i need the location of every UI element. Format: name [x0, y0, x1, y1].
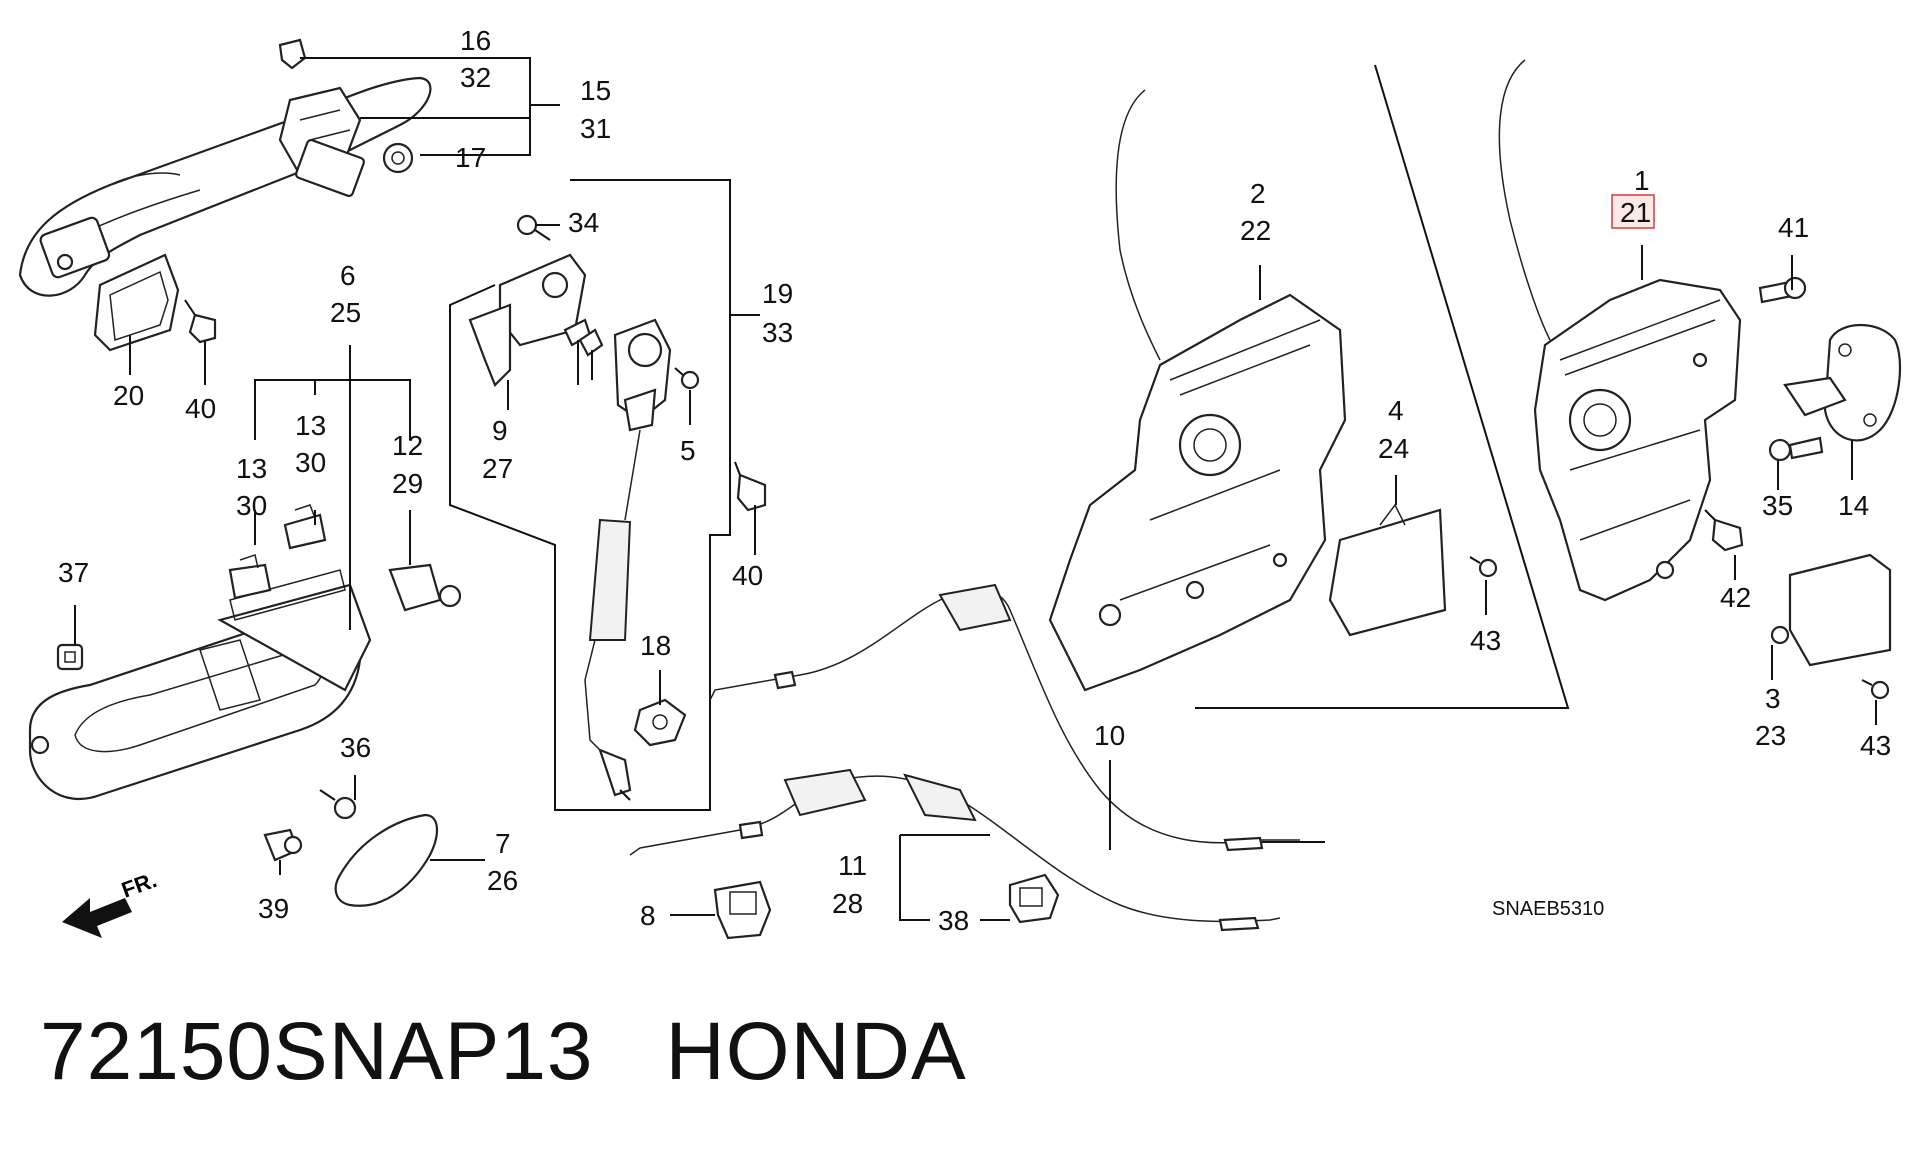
label-40: 40: [732, 560, 763, 591]
label-1: 1: [1634, 165, 1650, 196]
label-43: 43: [1860, 730, 1891, 761]
screw-icon: [1469, 556, 1498, 578]
label-16: 16: [460, 25, 491, 56]
svg-text:FR.: FR.: [118, 867, 160, 903]
label-35: 35: [1762, 490, 1793, 521]
label-41: 41: [1778, 212, 1809, 243]
screw-icon: [1861, 679, 1890, 700]
door-latch-actuator-right: [1498, 59, 1742, 602]
clip-icon: [278, 38, 307, 70]
key-cylinder: [613, 318, 672, 432]
label-2: 2: [1250, 178, 1266, 209]
clip-icon: [388, 563, 462, 612]
bolt-icon: [1704, 509, 1744, 552]
label-34: 34: [568, 207, 599, 238]
part-number: 72150SNAP13: [40, 1006, 594, 1097]
label-26: 26: [487, 865, 518, 896]
label-3: 3: [1765, 683, 1781, 714]
door-cable-lower: [629, 768, 1281, 932]
bolt-icon: [184, 299, 217, 344]
label-40: 40: [185, 393, 216, 424]
label-27: 27: [482, 453, 513, 484]
label-38: 38: [938, 905, 969, 936]
clip-icon: [228, 554, 272, 600]
label-9: 9: [492, 415, 508, 446]
outer-door-handle: [18, 76, 432, 297]
screw-icon: [674, 367, 700, 390]
handle-cover: [334, 813, 438, 907]
label-19: 19: [762, 278, 793, 309]
clip-icon: [633, 698, 687, 747]
cable-clip: [1008, 873, 1060, 924]
label-28: 28: [832, 888, 863, 919]
label-14: 14: [1838, 490, 1869, 521]
label-5: 5: [680, 435, 696, 466]
label-43: 43: [1470, 625, 1501, 656]
label-33: 33: [762, 317, 793, 348]
label-11: 11: [838, 850, 867, 881]
label-25: 25: [330, 297, 361, 328]
screw-icon: [319, 789, 357, 820]
bolt-icon: [734, 461, 767, 512]
bolt-icon: [516, 214, 551, 241]
label-22: 22: [1240, 215, 1271, 246]
latch-cover-right: [1770, 553, 1892, 667]
key-icon: [563, 318, 604, 385]
label-32: 32: [460, 62, 491, 93]
label-12: 12: [392, 430, 423, 461]
handle-seal-pad: [93, 253, 180, 352]
label-8: 8: [640, 900, 656, 931]
diagram-canvas: FR.: [18, 25, 1902, 940]
screw-icon: [1758, 276, 1807, 304]
latch-cover-left: [1328, 503, 1447, 637]
key-cylinder-bracket: [468, 253, 587, 387]
label-10: 10: [1094, 720, 1125, 751]
label-20: 20: [113, 380, 144, 411]
label-21-highlighted: 21: [1620, 197, 1651, 228]
inner-door-handle: [28, 569, 372, 801]
highlight-box: [1611, 194, 1655, 229]
label-15: 15: [580, 75, 611, 106]
front-direction-arrow: FR.: [62, 867, 160, 938]
label-23: 23: [1755, 720, 1786, 751]
brand-name: HONDA: [665, 1006, 967, 1097]
screw-icon: [1768, 436, 1824, 462]
label-4: 4: [1388, 395, 1404, 426]
label-18: 18: [640, 630, 671, 661]
door-striker: [1783, 323, 1902, 442]
label-13: 13: [236, 453, 267, 484]
diagram-code: SNAEB5310: [1492, 898, 1604, 920]
nut-icon: [382, 142, 414, 174]
label-30: 30: [295, 447, 326, 478]
label-36: 36: [340, 732, 371, 763]
label-6: 6: [340, 260, 356, 291]
label-30: 30: [236, 490, 267, 521]
label-7: 7: [495, 828, 511, 859]
door-latch-actuator-left: [1048, 89, 1347, 692]
label-42: 42: [1720, 582, 1751, 613]
label-17: 17: [455, 142, 486, 173]
clip-icon: [283, 504, 327, 550]
door-cable-upper: [709, 583, 1325, 852]
clip-icon: [56, 643, 84, 671]
label-37: 37: [58, 557, 89, 588]
lock-rod: [584, 429, 641, 801]
cable-clip: [713, 880, 772, 940]
label-24: 24: [1378, 433, 1409, 464]
label-13: 13: [295, 410, 326, 441]
label-39: 39: [258, 893, 289, 924]
clip-icon: [263, 828, 303, 862]
part-footer: 72150SNAP13 HONDA: [40, 1005, 967, 1099]
label-31: 31: [580, 113, 611, 144]
label-29: 29: [392, 468, 423, 499]
